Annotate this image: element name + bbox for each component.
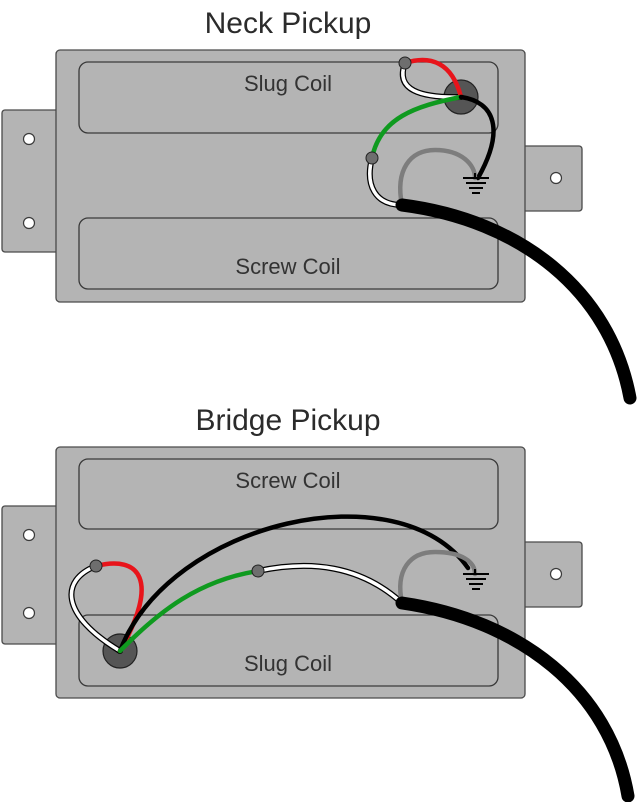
neck-white-wire <box>401 61 463 99</box>
neck-screw-coil <box>78 217 499 290</box>
neck-black-wire <box>458 94 496 181</box>
neck-slug-coil <box>78 61 499 134</box>
neck-red-wire <box>402 57 464 100</box>
bridge-pickup-title: Bridge Pickup <box>195 404 380 437</box>
bridge-ground-icon <box>463 569 489 590</box>
neck-left-mounting-ear <box>1 109 63 253</box>
bridge-left-mounting-ear <box>1 505 63 645</box>
bridge-white-wire2 <box>256 564 404 605</box>
neck-bottom-coil-label: Screw Coil <box>235 254 340 279</box>
neck-pickup: Neck Pickup Slug Coil Screw Coil <box>1 7 637 405</box>
bridge-screw-coil <box>78 458 499 530</box>
neck-pickup-title: Neck Pickup <box>205 7 372 40</box>
bridge-slug-coil <box>78 614 499 687</box>
neck-bare-wire <box>398 147 478 208</box>
bridge-mount-hole-icon <box>22 528 36 542</box>
neck-top-coil-label: Slug Coil <box>244 71 332 96</box>
neck-green-wire <box>369 94 464 161</box>
bridge-green-wire <box>117 568 261 654</box>
bridge-mount-hole-icon <box>22 606 36 620</box>
neck-mount-hole-icon <box>549 171 563 185</box>
bridge-mount-hole-icon <box>549 567 563 581</box>
bridge-output-cable <box>395 596 635 802</box>
bridge-bottom-coil-label: Slug Coil <box>244 651 332 676</box>
bridge-black-wire <box>117 514 471 654</box>
neck-mount-hole-icon <box>22 132 36 146</box>
neck-wire-end-icon <box>365 151 379 165</box>
bridge-wire-end-icon <box>89 559 103 573</box>
neck-ground-icon <box>463 173 489 194</box>
bridge-pickup: Bridge Pickup Screw Coil Slug Coil <box>1 404 635 802</box>
bridge-bare-wire <box>398 549 478 606</box>
neck-mount-hole-icon <box>22 216 36 230</box>
bridge-wire-end-icon <box>251 564 265 578</box>
neck-white-wire2 <box>368 156 404 207</box>
neck-wire-end-icon <box>398 56 412 70</box>
bridge-white-wire <box>69 564 122 653</box>
bridge-top-coil-label: Screw Coil <box>235 468 340 493</box>
neck-output-cable <box>395 198 637 405</box>
